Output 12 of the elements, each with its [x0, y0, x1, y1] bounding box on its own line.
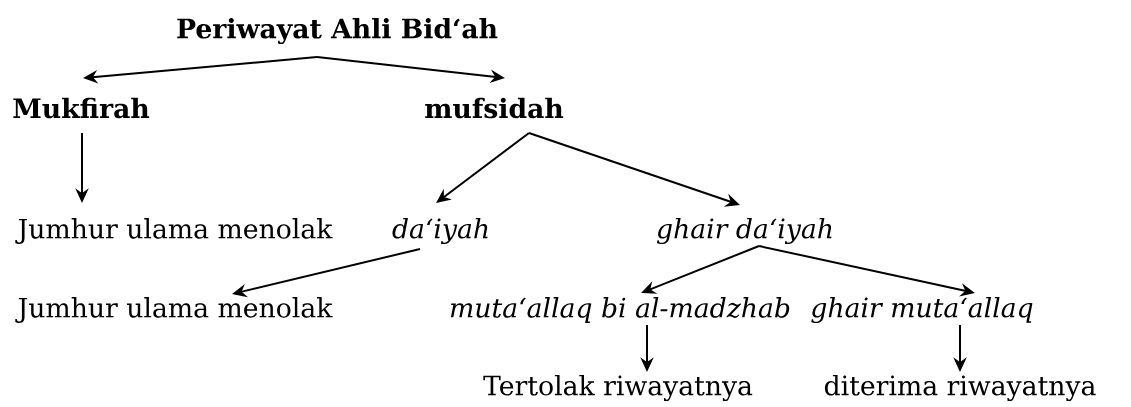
node-text: Mukfirah: [13, 97, 150, 119]
node-text: da‘iyah: [392, 217, 488, 245]
node-text: diterima riwayatnya: [824, 374, 1096, 402]
node-text: Tertolak riwayatnya: [483, 374, 753, 402]
node-text: Jumhur ulama menolak: [15, 218, 333, 244]
node-text: Jumhur ulama menolak: [15, 297, 333, 323]
node-text: mufsidah: [425, 97, 564, 119]
node-text: Periwayat Ahli Bid‘ah: [177, 17, 498, 45]
arrow: [436, 132, 530, 203]
node-text: ghair muta‘allaq: [811, 296, 1033, 324]
node-text: ghair da‘iyah: [656, 217, 832, 245]
node-text: muta‘allaq bi al-madzhab: [450, 297, 790, 323]
